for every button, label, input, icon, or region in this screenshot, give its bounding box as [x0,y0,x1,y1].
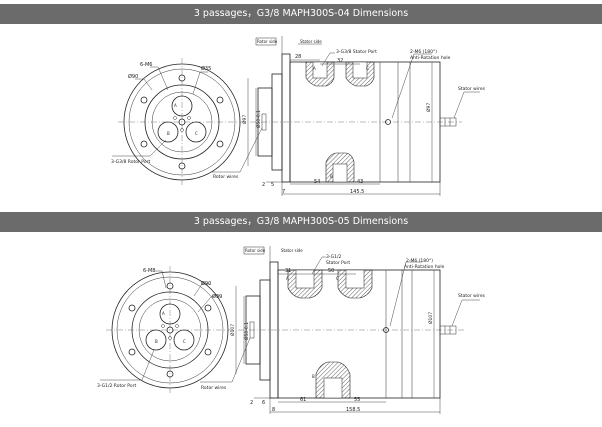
anti-rotation-label-2b: Anti-Rotation hole [404,264,445,270]
dim-50-2: 50 [328,268,334,274]
bolt-label-2: 6-M8 [143,268,155,274]
side-pC-1: C [366,66,369,71]
pC-2: C [183,339,186,344]
end-view-1: A B C 6-M6 Ø90 Ø35 3-G3/8 Rotor Port [111,58,246,186]
dim-31-2: 31 [285,268,291,274]
d90-label-2: Ø90 [201,280,211,287]
rotor-port-label-2: 3-G1/2 Rotor Port [97,383,136,389]
rotor-side-label-1: Rotor side [257,39,278,44]
dim-d50-1: Ø50-0.1 [255,110,262,128]
dim-d107-2: Ø107 [229,324,236,336]
dim-61-2: 61 [300,397,306,403]
stator-port-label-2b: Stator Port [326,260,350,266]
pA-2: A [162,311,165,316]
dim-d107b-2: Ø107 [427,312,434,324]
rotor-side-label-2: Rotor side [245,248,266,253]
stator-port-label-2: 3-G1/2 [326,254,342,260]
side-pA-2: A [286,276,289,281]
rotor-wires-label-2: Rotor wires [201,385,227,391]
dim-55-2: 55 [354,397,360,403]
dim-8-2: 8 [272,407,275,413]
stator-port-label-1: 3-G3/8 Stator Port [336,49,377,55]
side-pB-1: B [330,174,333,179]
dim-2-2: 2 [250,400,253,406]
side-view-2: A C B Rotor side Stator side 3-G1/2 Stat… [200,246,486,414]
stator-side-label-2: Stator side [281,248,303,253]
pB-1: B [167,131,170,136]
dim-54-1: 54 [314,179,320,185]
anti-rotation-label-1b: Anti-Rotation hole [410,55,451,61]
d90-label-1: Ø90 [128,73,138,80]
side-pC-2: C [336,276,339,281]
d35-label-1: Ø35 [201,65,211,72]
drawing-1: A B C 6-M6 Ø90 Ø35 3-G3/8 Rotor Port [111,36,486,196]
anti-rotation-label-1: 2-M6 (180°) [410,49,437,55]
dim-d50-2: Ø50-0.1 [243,322,250,340]
dim-2-1: 2 [262,182,265,188]
dim-32-1: 32 [337,58,343,64]
pC-1: C [195,131,198,136]
dim-6-2: 6 [262,400,265,406]
drawing-2: A B C 6-M8 Ø90 Ø39 3-G1/2 Rotor Port [97,246,486,414]
stator-wires-label-2: Stator wires [458,293,486,299]
dim-5-1: 5 [271,182,274,188]
anti-rotation-label-2: 2-M6 (180°) [406,258,433,264]
side-pB-2: B [312,374,315,379]
dim-d97-1: Ø97 [241,115,248,124]
pA-1: A [174,103,177,108]
d39-label-2: Ø39 [212,293,222,300]
rotor-port-label-1: 3-G3/8 Rotor Port [111,159,150,165]
stator-wires-label-1: Stator wires [458,86,486,92]
stator-side-label-1: Stator side [300,39,322,44]
side-view-1: A C B Rotor side Stator side 3-G3/8 Stat… [212,36,486,196]
dim-43-1: 43 [357,179,363,185]
side-pA-1: A [313,66,316,71]
dim-145-1: 145.5 [350,189,364,195]
dim-158-2: 158.5 [346,407,360,413]
end-view-2: A B C 6-M8 Ø90 Ø39 3-G1/2 Rotor Port [97,266,234,394]
dim-d97b-1: Ø97 [425,103,432,112]
drawing-2-title: 3 passages，G3/8 MAPH300S-05 Dimensions [0,212,602,232]
drawing-1-title: 3 passages，G3/8 MAPH300S-04 Dimensions [0,4,602,24]
rotor-wires-label-1: Rotor wires [213,174,239,180]
dim-28-1: 28 [295,54,301,60]
pB-2: B [155,339,158,344]
bolt-label-1: 6-M6 [140,62,152,68]
dim-7-1: 7 [282,189,285,195]
